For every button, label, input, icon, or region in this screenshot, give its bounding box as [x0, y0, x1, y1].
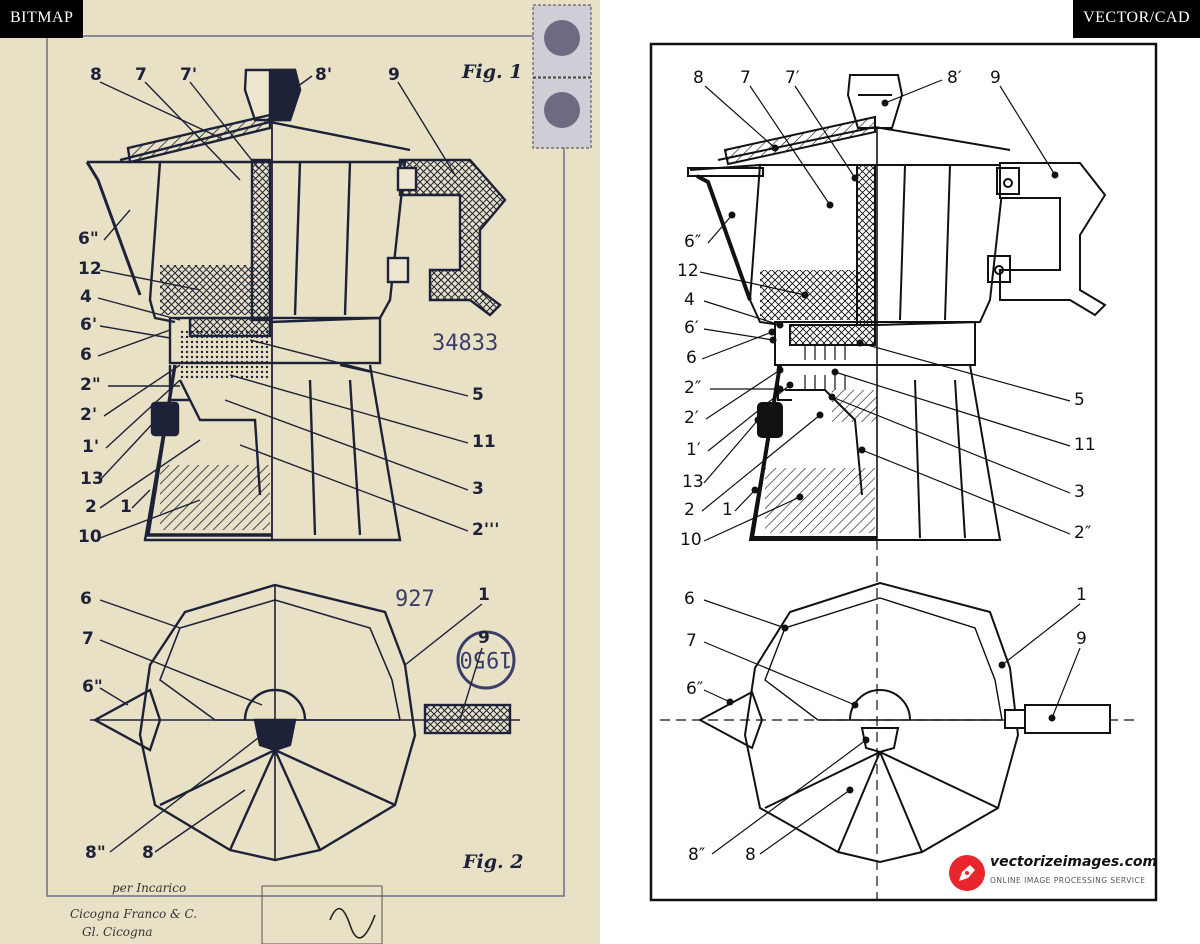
callout-label: 11: [472, 432, 496, 452]
callout-label: 2": [80, 375, 101, 395]
vector-label: VECTOR/CAD: [1073, 0, 1200, 38]
callout-label: 8: [142, 843, 154, 863]
brand-pen-icon: [949, 855, 985, 891]
signature-line1: per Incarico: [112, 881, 186, 895]
callout-label: 2″: [684, 378, 701, 398]
callout-label: 9: [1076, 629, 1087, 649]
brand-tagline: ONLINE IMAGE PROCESSING SERVICE: [990, 876, 1146, 885]
callout-label: 7: [135, 65, 147, 85]
bitmap-panel: 34833 927 1950 Fig. 1 Fig. 2 8 7 7' 8' 9…: [0, 0, 600, 944]
callout-label: 6: [684, 589, 695, 609]
revenue-stamps: [532, 4, 592, 149]
moka-pot-section-vector: [687, 74, 1107, 900]
fig1-label: Fig. 1: [461, 61, 522, 83]
callout-label: 6": [78, 229, 99, 249]
callout-label: 8': [315, 65, 332, 85]
callout-label: 1': [82, 437, 99, 457]
bitmap-drawing: 34833 927 1950 Fig. 1 Fig. 2 8 7 7' 8' 9…: [46, 4, 592, 944]
callout-label: 1: [478, 585, 490, 605]
callout-label: 12: [677, 261, 699, 281]
callout-label: 3: [1074, 482, 1085, 502]
callout-label: 13: [80, 469, 104, 489]
bitmap-label: BITMAP: [0, 0, 84, 38]
stamp-code: 927: [395, 587, 435, 612]
callout-label: 8: [693, 68, 704, 88]
callout-label: 12: [78, 259, 102, 279]
moka-pot-plan-vector: [660, 581, 1140, 864]
callout-label: 8": [85, 843, 106, 863]
callout-label: 8: [745, 845, 756, 865]
callout-label: 2″: [1074, 523, 1091, 543]
callout-label: 9: [388, 65, 400, 85]
vector-frame: [649, 42, 1158, 902]
callout-label: 11: [1074, 435, 1096, 455]
callout-label: 8′: [947, 68, 962, 88]
callout-label: 1′: [686, 440, 701, 460]
callout-label: 2′: [684, 408, 699, 428]
callout-label: 6′: [684, 318, 699, 338]
callout-label: 7: [686, 631, 697, 651]
stamp-number: 34833: [432, 331, 498, 356]
fig2-label: Fig. 2: [462, 851, 523, 873]
callout-label: 10: [680, 530, 702, 550]
signature-line3: Gl. Cicogna: [82, 925, 153, 939]
callout-label: 4: [684, 290, 695, 310]
round-stamp-text: 1950: [460, 646, 513, 671]
callout-label: 6': [80, 315, 97, 335]
callout-label: 6": [82, 677, 103, 697]
callout-label: 13: [682, 472, 704, 492]
callout-label: 2': [80, 405, 97, 425]
vector-panel: 8 7 7′ 8′ 9 6″ 12 4 6′ 6 2″ 2′ 1′ 13 2 1…: [600, 0, 1200, 944]
callout-label: 6″: [684, 232, 701, 252]
callout-label: 7: [740, 68, 751, 88]
callout-label: 5: [472, 385, 484, 405]
callout-label: 6: [686, 348, 697, 368]
vector-drawing: 8 7 7′ 8′ 9 6″ 12 4 6′ 6 2″ 2′ 1′ 13 2 1…: [649, 42, 1158, 902]
callout-label: 7': [180, 65, 197, 85]
moka-pot-plan-bitmap: [90, 583, 520, 862]
callout-label: 9: [990, 68, 1001, 88]
signature-line2: Cicogna Franco & C.: [70, 907, 197, 921]
callout-label: 3: [472, 479, 484, 499]
callout-label: 6″: [686, 679, 703, 699]
callout-label: 6: [80, 589, 92, 609]
brand-logo[interactable]: vectorizeimages.com ONLINE IMAGE PROCESS…: [948, 852, 1157, 898]
signature-scribble: [329, 907, 376, 939]
round-stamp: 1950: [456, 630, 516, 690]
callouts-vector: 8 7 7′ 8′ 9 6″ 12 4 6′ 6 2″ 2′ 1′ 13 2 1…: [677, 68, 1096, 865]
callout-label: 6: [80, 345, 92, 365]
callout-label: 1: [722, 500, 733, 520]
callouts-bitmap: 8 7 7' 8' 9 6" 12 4 6' 6 2" 2' 1' 13 2 1…: [78, 65, 499, 863]
callout-label: 2''': [472, 520, 499, 540]
callout-label: 4: [80, 287, 92, 307]
brand-name: vectorizeimages.com: [990, 854, 1158, 870]
callout-label: 7: [82, 629, 94, 649]
callout-label: 1: [1076, 585, 1087, 605]
callout-label: 9: [478, 628, 490, 648]
callout-label: 5: [1074, 390, 1085, 410]
callout-label: 7′: [785, 68, 800, 88]
callout-label: 8″: [688, 845, 705, 865]
callout-label: 2: [684, 500, 695, 520]
callout-label: 2: [85, 497, 97, 517]
callout-label: 8: [90, 65, 102, 85]
callout-label: 10: [78, 527, 102, 547]
callout-label: 1: [120, 497, 132, 517]
